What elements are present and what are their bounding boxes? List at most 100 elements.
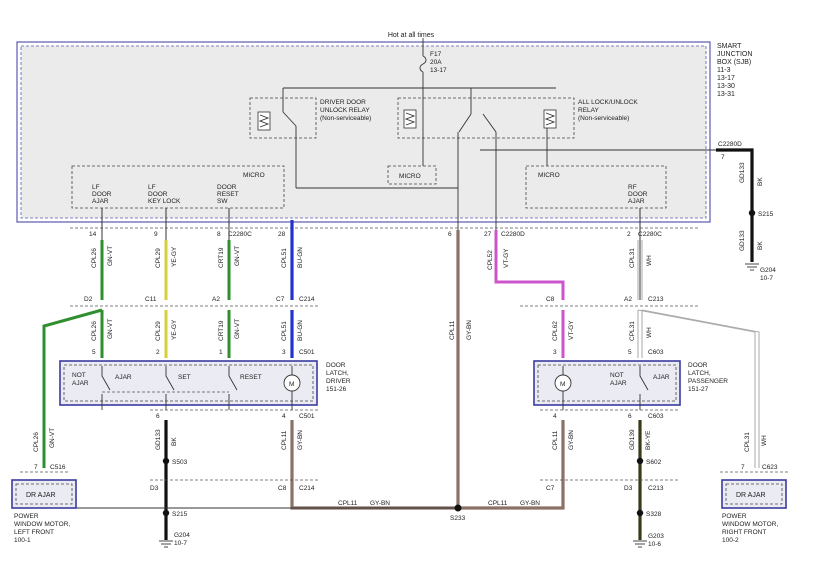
sjb-title-line: 11-3 [717, 67, 731, 74]
pin-code: C11 [145, 296, 157, 303]
relay-coil-icon [403, 109, 417, 129]
relay-contact-icon [458, 113, 472, 133]
pin-number: 9 [154, 231, 158, 238]
wire-circuit-label: CPL26 [33, 432, 40, 452]
connector-label: C603 [648, 349, 664, 356]
connector-label: C501 [299, 349, 315, 356]
passenger-latch-title: LATCH, [688, 370, 711, 377]
pin-code: C8 [278, 485, 287, 492]
connector-label: C501 [299, 413, 315, 420]
pin-code: C8 [546, 296, 555, 303]
wire-vt-gy [494, 230, 565, 300]
driver-relay-label: DRIVER DOOR [320, 99, 366, 106]
wire-circuit-label: CPL29 [155, 248, 162, 268]
connector-label: C2280C [638, 231, 662, 238]
input-label: RF [628, 184, 637, 191]
relay-coil-icon [543, 109, 557, 129]
connector-label: C213 [648, 296, 664, 303]
fuse-label: 13-17 [430, 67, 447, 74]
hot-label: Hot at all times [388, 32, 435, 39]
switch-label: AJAR [115, 374, 132, 381]
input-label: KEY LOCK [148, 198, 181, 205]
splice-s602 [636, 457, 644, 465]
wire-wh-right-window [637, 309, 756, 468]
switch-label: SET [178, 374, 191, 381]
wire-circuit-label: CPL11 [449, 320, 456, 340]
driver-latch-title: 151-26 [326, 386, 347, 393]
driver-latch-title: LATCH, [326, 370, 349, 377]
pin-number: 7 [721, 154, 725, 161]
pin-number: 27 [484, 231, 492, 238]
pin-code: D2 [84, 296, 93, 303]
wire-color-label: YE-GY [171, 246, 178, 267]
all-lock-relay-label: ALL LOCK/UNLOCK [578, 99, 638, 106]
pin-code: A2 [212, 296, 220, 303]
input-label: SW [217, 198, 228, 205]
input-label: DOOR [628, 191, 648, 198]
driver-relay-label: UNLOCK RELAY [320, 107, 370, 114]
window-motor-caption: POWER [722, 513, 747, 520]
wire-circuit-label: CPL29 [155, 321, 162, 341]
sjb-title-line: 13-30 [717, 83, 735, 90]
pin-number: 4 [553, 413, 557, 420]
right-window-motor-module [721, 479, 787, 509]
wire-circuit-label: GD133 [155, 429, 162, 450]
micro-label: MICRO [399, 173, 421, 180]
ground-label: 10-7 [760, 275, 773, 282]
fuse-label: F17 [430, 51, 442, 58]
relay-coil-icon [257, 111, 271, 131]
micro-box-center [387, 165, 437, 185]
wire-color-label: VT-GY [503, 248, 510, 268]
wire-circuit-label: CPL62 [552, 321, 559, 341]
ground-label: G203 [648, 533, 664, 540]
wire-circuit-label: CPL26 [91, 248, 98, 268]
wire-circuit-label: CRT19 [218, 320, 225, 341]
wire-color-label: GN-VT [49, 428, 56, 448]
wire-gn-vt-left-window [42, 308, 103, 468]
wire-color-label: BU-GN [297, 247, 304, 268]
splice-label: S602 [646, 459, 662, 466]
switch-label: AJAR [72, 380, 89, 387]
input-label: LF [92, 184, 100, 191]
wire-circuit-label: CPL11 [338, 500, 358, 507]
passenger-door-latch-inner [537, 364, 677, 402]
splice-label: S233 [450, 515, 466, 522]
wire-circuit-label: CRT19 [218, 247, 225, 268]
left-window-motor-module [11, 479, 77, 509]
wire-color-label: GN-VT [234, 319, 241, 339]
pin-number: 7 [34, 464, 38, 471]
ground-label: 10-7 [174, 540, 187, 547]
connector-label: C516 [50, 464, 66, 471]
window-motor-caption: WINDOW MOTOR, [14, 521, 70, 528]
pin-number: 6 [156, 413, 160, 420]
wire-gy-bn-passenger [458, 420, 565, 510]
wire-circuit-label: GD139 [629, 429, 636, 450]
splice-s215-bottom [162, 509, 170, 517]
wire-circuit-label: GD133 [739, 162, 746, 183]
micro-label: MICRO [538, 172, 560, 179]
wire-bk-g204 [716, 148, 754, 262]
pin-code: D3 [624, 485, 633, 492]
pin-code: A2 [624, 296, 632, 303]
wire-circuit-label: CPL31 [744, 432, 751, 452]
passenger-latch-title: DOOR [688, 362, 708, 369]
driver-relay-label: (Non-serviceable) [320, 115, 371, 122]
input-label: LF [148, 184, 156, 191]
pin-number: 1 [219, 349, 223, 356]
window-motor-caption: LEFT FRONT [14, 529, 54, 536]
pin-code: C7 [276, 296, 285, 303]
relay-contact-icon [282, 111, 297, 127]
splice-label: S215 [172, 511, 188, 518]
switch-icon [165, 366, 175, 410]
window-motor-caption: POWER [14, 513, 39, 520]
wire-circuit-label: CPL26 [91, 321, 98, 341]
wire-color-label: WH [646, 255, 653, 266]
splice-s233 [454, 504, 462, 512]
fuse-label: 20A [430, 59, 442, 66]
driver-door-latch-module [59, 360, 318, 406]
wire-color-label: GY-BN [520, 500, 540, 507]
all-lock-relay-label: (Non-serviceable) [578, 115, 629, 122]
sjb-title-line: JUNCTION [717, 51, 752, 58]
wire-color-label: YE-GY [171, 319, 178, 340]
wire-labels-upper: CPL26 GN-VT CPL29 YE-GY CRT19 GN-VT CPL5… [91, 246, 653, 340]
